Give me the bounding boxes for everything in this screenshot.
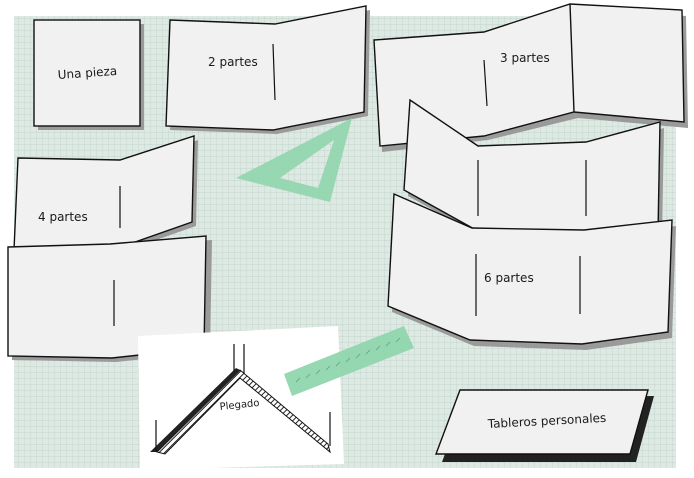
panel-tableros-personales: Tableros personales [434, 389, 654, 462]
triangle-ruler [236, 118, 352, 202]
plegado-card: Plegado [138, 326, 344, 470]
panel-6-partes: 6 partes [387, 98, 676, 350]
label-4-partes: 4 partes [38, 210, 88, 224]
label-6-partes: 6 partes [484, 271, 534, 285]
label-tableros-personales: Tableros personales [486, 411, 606, 431]
label-2-partes: 2 partes [208, 55, 258, 69]
panel-4-partes: 4 partes [7, 135, 212, 362]
panel-2-partes: 2 partes [165, 5, 370, 134]
panel-3-partes: 3 partes [373, 3, 688, 152]
label-una-pieza: Una pieza [57, 64, 117, 82]
straight-ruler [284, 326, 414, 396]
label-plegado: Plegado [219, 398, 260, 413]
label-3-partes: 3 partes [500, 51, 550, 65]
panel-una-pieza: Una pieza [33, 19, 144, 130]
